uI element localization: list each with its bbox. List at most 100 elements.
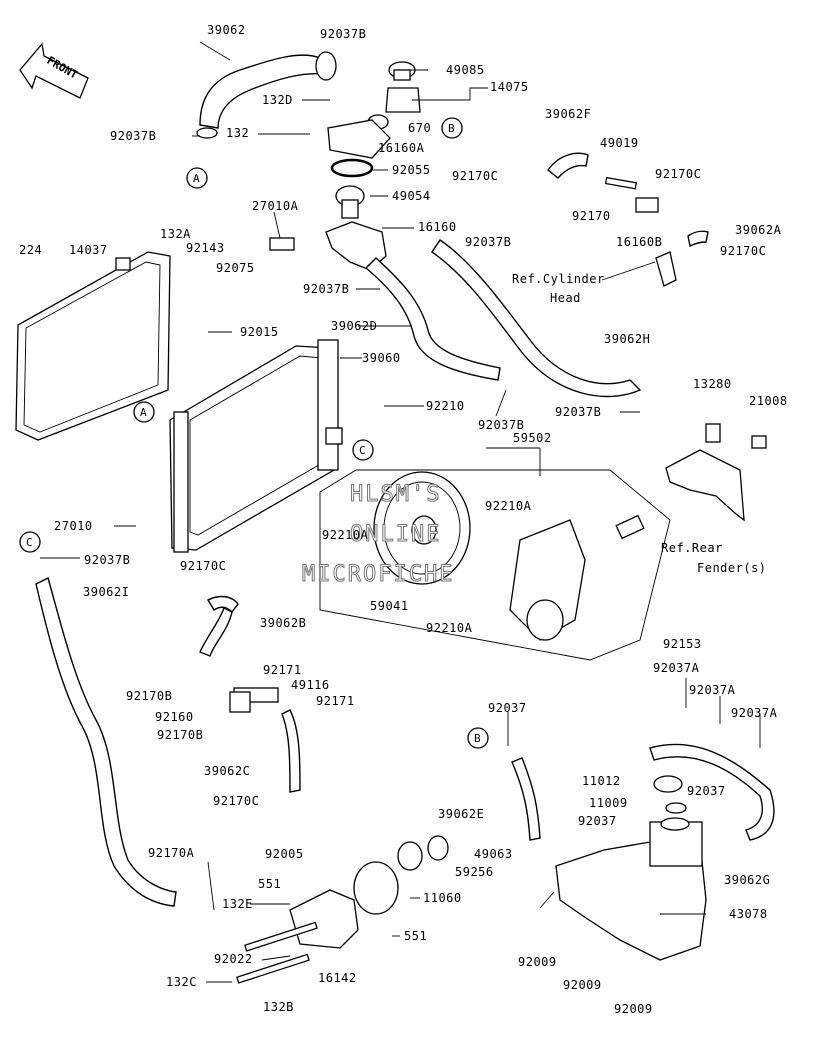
label-92210A-c: 92210A [426,621,473,635]
hose-39062D [364,257,501,381]
label-16160A: 16160A [378,141,425,155]
label-39062G: 39062G [724,873,771,887]
label-92009-b: 92009 [563,978,602,992]
marker-b-low: B [467,727,489,749]
label-92210: 92210 [426,399,465,413]
label-92037A-b: 92037A [689,683,736,697]
label-39062D: 39062D [331,319,378,333]
label-92037B-low: 92037B [478,418,525,432]
label-ref-cylinder-1: Ref.Cylinder [512,272,605,286]
label-92037A-a: 92037A [653,661,700,675]
label-59041: 59041 [370,599,409,613]
label-11060: 11060 [423,891,462,905]
label-ref-cylinder-2: Head [550,291,581,305]
label-92055: 92055 [392,163,431,177]
label-16142: 16142 [318,971,357,985]
thermostat-icon [335,185,365,219]
label-92037B-top: 92037B [320,27,367,41]
label-92170C-c: 92170C [720,244,767,258]
label-132: 132 [226,126,250,140]
label-16160B: 16160B [616,235,663,249]
label-92037B-c: 92037B [84,553,131,567]
label-92171-a: 92171 [263,663,302,677]
label-39062E: 39062E [438,807,485,821]
label-14075: 14075 [490,80,529,94]
label-92210A-a: 92210A [485,499,532,513]
label-92170C-a: 92170C [452,169,499,183]
marker-a-top: A [186,167,208,189]
label-49063: 49063 [474,847,513,861]
hose-39062H [431,239,642,398]
fan-motor-icon [509,514,645,641]
label-92037B-hose: 92037B [303,282,350,296]
label-39062I: 39062I [83,585,130,599]
radiator-screen-icon [15,251,171,441]
fan-icon [373,471,471,585]
label-11009: 11009 [589,796,628,810]
label-27010A: 27010A [252,199,299,213]
svg-text:C: C [26,536,33,549]
label-ref-rear-1: Ref.Rear [661,541,723,555]
label-92170C-d: 92170C [180,559,227,573]
leader-lines [40,41,761,983]
watermark-line-1: HLSM'S [349,482,442,508]
label-49116: 49116 [291,678,330,692]
label-132B: 132B [263,1000,294,1014]
label-14037: 14037 [69,243,108,257]
label-39060: 39060 [362,351,401,365]
label-39062: 39062 [207,23,246,37]
label-ref-rear-2: Fender(s) [697,561,767,575]
label-92015: 92015 [240,325,279,339]
label-92022: 92022 [214,952,253,966]
thermostat-cover-icon [327,119,391,159]
label-92009-c: 92009 [614,1002,653,1016]
label-92143: 92143 [186,241,225,255]
svg-text:B: B [474,732,481,745]
label-132C: 132C [166,975,197,989]
water-pump-icon [289,835,449,949]
label-39062H: 39062H [604,332,651,346]
label-59502: 59502 [513,431,552,445]
label-21008: 21008 [749,394,788,408]
label-92005: 92005 [265,847,304,861]
label-92037A-c: 92037A [731,706,778,720]
label-92160: 92160 [155,710,194,724]
marker-a-left: A [133,401,155,423]
label-92170C-b: 92170C [655,167,702,181]
label-39062B: 39062B [260,616,307,630]
marker-c-right: C [352,439,374,461]
label-43078: 43078 [729,907,768,921]
svg-text:C: C [359,444,366,457]
label-92037-c: 92037 [578,814,617,828]
label-39062A: 39062A [735,223,782,237]
label-11012: 11012 [582,774,621,788]
label-92075: 92075 [216,261,255,275]
hose-39062I [35,576,177,907]
svg-text:A: A [140,406,147,419]
marker-c-left: C [19,531,41,553]
label-132D: 132D [262,93,293,107]
label-92210A-b: 92210A [322,528,369,542]
label-92037B-mid: 92037B [465,235,512,249]
label-27010: 27010 [54,519,93,533]
label-670: 670 [408,121,432,135]
watermark-line-3: MICROFICHE [301,562,455,588]
label-551-b: 551 [404,929,428,943]
label-39062C: 39062C [204,764,251,778]
label-92037B-left: 92037B [110,129,157,143]
label-49085: 49085 [446,63,485,77]
label-16160: 16160 [418,220,457,234]
label-49054: 49054 [392,189,431,203]
label-92170C-e: 92170C [213,794,260,808]
label-92037-b: 92037 [687,784,726,798]
watermark-line-2: ONLINE [349,522,442,548]
label-551-a: 551 [258,877,282,891]
label-39062F: 39062F [545,107,592,121]
label-92009-a: 92009 [518,955,557,969]
label-132A: 132A [160,227,191,241]
fan-assembly-frame [319,469,671,661]
label-92171-b: 92171 [316,694,355,708]
front-arrow-icon: FRONT [19,42,89,99]
